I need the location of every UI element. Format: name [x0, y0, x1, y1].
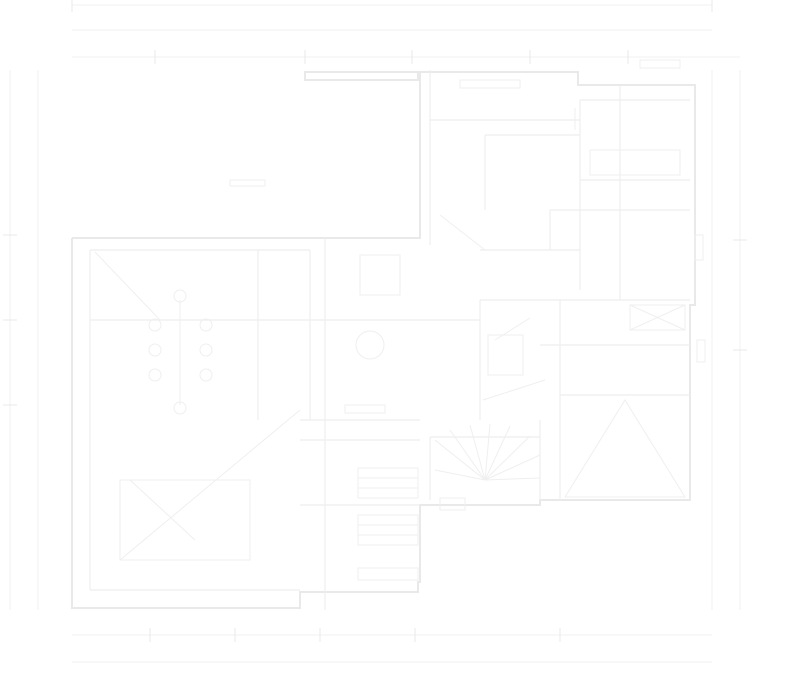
stair-tread: [357, 487, 419, 499]
exterior-walls: [71, 71, 696, 609]
winder-tread: [449, 429, 486, 481]
void-diagonal: [94, 251, 161, 321]
winder-tread: [484, 425, 511, 481]
stair-tread: [344, 404, 386, 414]
side-unit: [694, 234, 704, 261]
cabinet-cross: [629, 304, 686, 331]
stair-arrow: [494, 317, 531, 341]
dining-chair: [148, 368, 162, 382]
dining-chair: [199, 368, 213, 382]
stair-tread: [357, 467, 419, 479]
winder-tread: [469, 424, 486, 481]
winder-tread: [484, 423, 491, 481]
void-diagonal: [439, 214, 486, 251]
cabinet: [629, 304, 686, 331]
small-box: [439, 497, 466, 511]
stair-tread: [357, 534, 419, 546]
upper-detail: [229, 179, 266, 187]
winder-stair: [434, 317, 546, 481]
dining-chair: [173, 401, 187, 415]
void-triangle: [564, 399, 686, 498]
winder-tread: [484, 477, 541, 481]
dining-chair: [199, 318, 213, 332]
winder-tread: [484, 454, 541, 481]
upper-details: [229, 59, 681, 187]
void-markers: [94, 214, 686, 561]
winder-tread: [434, 469, 486, 481]
exterior-wall-outline: [71, 71, 696, 609]
dining-chair: [199, 343, 213, 357]
side-unit: [696, 339, 706, 363]
winder-tread: [434, 439, 486, 481]
sink-counter: [589, 149, 681, 176]
straight-stair: [344, 404, 419, 581]
dining-chair: [148, 318, 162, 332]
interior-walls: [89, 70, 690, 610]
round-fixture: [355, 330, 385, 360]
void-diagonal: [129, 479, 196, 541]
void-diagonal: [119, 409, 301, 561]
exterior-wall-upper-left: [72, 72, 421, 239]
inner-frame: [119, 479, 251, 561]
shelf: [487, 334, 524, 376]
dining-chair: [148, 343, 162, 357]
dining-table: [148, 289, 213, 415]
stair-tread: [357, 524, 419, 536]
window-mark: [639, 59, 681, 69]
stair-tread: [357, 477, 419, 489]
dining-chair: [173, 289, 187, 303]
winder-tread: [484, 435, 531, 481]
dimension-ticks: [3, 0, 747, 642]
dimension-lines: [9, 4, 741, 663]
bathtub: [359, 254, 401, 296]
bathroom-fixtures: [355, 149, 706, 511]
stair-tread: [357, 567, 419, 581]
stair-tread: [357, 514, 419, 526]
upper-detail: [459, 79, 521, 89]
stair-arrow: [482, 379, 546, 401]
